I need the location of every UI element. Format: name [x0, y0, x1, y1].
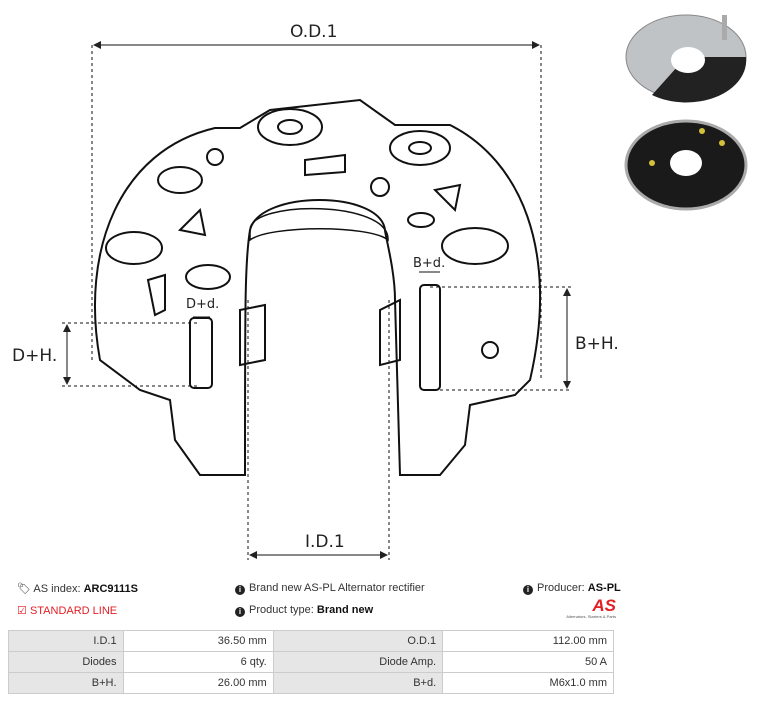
- dd-label: D+d.: [186, 297, 219, 312]
- rectifier-technical-drawing: O.D.1 I.D.1 D+H. D+d. B+H. B+d.: [12, 22, 619, 560]
- spec-value: 6 qty.: [122, 651, 274, 673]
- info-icon: i: [235, 607, 245, 617]
- spec-value: M6x1.0 mm: [442, 672, 614, 694]
- spec-label: Diode Amp.: [272, 651, 444, 673]
- spec-label: I.D.1: [8, 630, 124, 652]
- rectifier-inner-hole: [249, 207, 389, 242]
- standard-line: ☑ STANDARD LINE: [17, 605, 118, 617]
- spec-value: 50 A: [442, 651, 614, 673]
- info-icon: i: [523, 585, 533, 595]
- spec-label: B+H.: [8, 672, 124, 694]
- spec-value: 36.50 mm: [122, 630, 274, 652]
- spec-label: B+d.: [272, 672, 444, 694]
- as-pl-logo: AS Alternators, Starters & Parts: [566, 596, 616, 619]
- bd-label: B+d.: [413, 256, 445, 271]
- bh-label: B+H.: [575, 334, 619, 354]
- od-label: O.D.1: [290, 22, 337, 42]
- dh-label: D+H.: [12, 346, 57, 366]
- checkbox-icon: ☑: [17, 605, 27, 617]
- info-icon: i: [235, 585, 245, 595]
- id-label: I.D.1: [305, 532, 345, 552]
- spec-label: O.D.1: [272, 630, 444, 652]
- tags-icon: 🏷: [17, 583, 31, 595]
- spec-value: 26.00 mm: [122, 672, 274, 694]
- spec-value: 112.00 mm: [442, 630, 614, 652]
- as-index: 🏷 AS index: ARC9111S: [17, 583, 139, 595]
- rectifier-outline: [93, 98, 542, 476]
- product-photo-bottom: [624, 119, 748, 211]
- as-index-value: ARC9111S: [83, 583, 139, 595]
- spec-label: Diodes: [8, 651, 124, 673]
- product-photo-top: [625, 14, 747, 103]
